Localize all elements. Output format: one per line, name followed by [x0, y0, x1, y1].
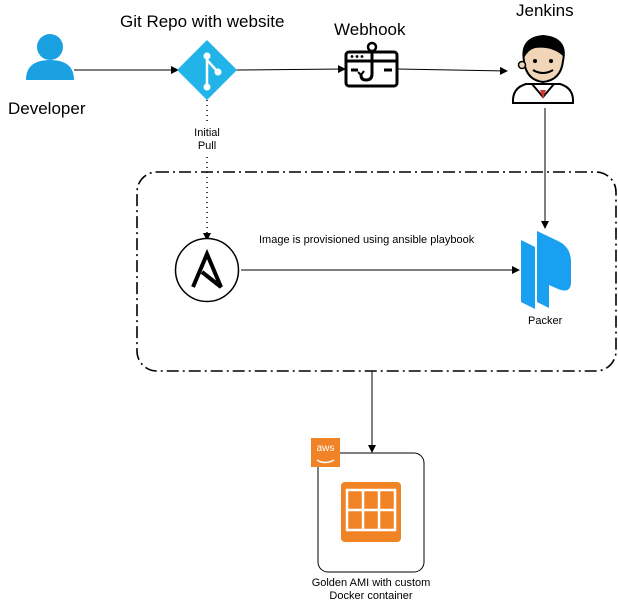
edge-webhook-to-jenkins: [396, 66, 508, 75]
initial-pull-label-line2: Pull: [197, 140, 217, 152]
aws-container-icon: [341, 482, 401, 542]
golden-ami-label-line2: Docker container: [329, 590, 413, 602]
jenkins-label: Jenkins: [516, 1, 574, 20]
git-icon: [177, 40, 237, 100]
aws-badge-label: aws: [316, 443, 335, 454]
build-boundary: [136, 171, 617, 372]
webhook-icon: [344, 41, 399, 88]
webhook-label: Webhook: [334, 20, 406, 39]
git-repo-label: Git Repo with website: [120, 12, 285, 31]
packer-label: Packer: [528, 315, 563, 327]
developer-label: Developer: [8, 99, 86, 118]
provision-edge-label: Image is provisioned using ansible playb…: [259, 234, 475, 246]
jenkins-icon: [511, 34, 575, 104]
golden-ami-label-line1: Golden AMI with custom: [311, 577, 431, 589]
ansible-icon: [174, 237, 240, 303]
packer-icon: [521, 231, 571, 309]
aws-badge: [311, 438, 340, 467]
user-icon: [26, 34, 74, 80]
golden-ami-group: [317, 452, 425, 573]
initial-pull-label-line1: Initial: [194, 127, 220, 139]
edge-git-to-webhook: [235, 65, 346, 74]
